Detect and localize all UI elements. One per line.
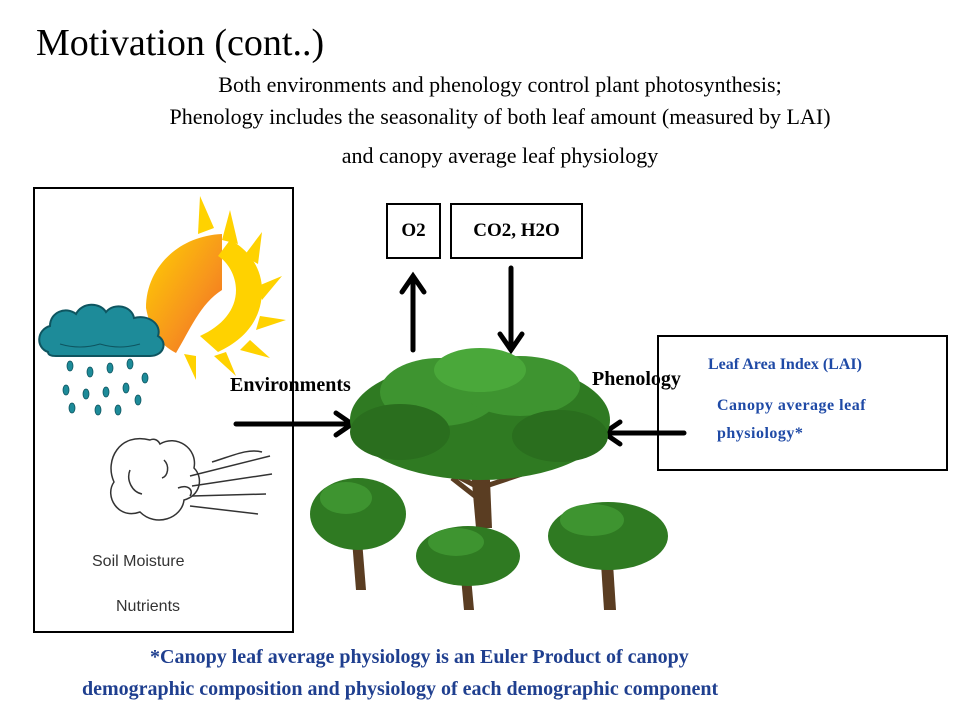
nutrients-label: Nutrients [116, 598, 181, 615]
subtitle-line-1: Both environments and phenology control … [218, 72, 782, 97]
lai-label: Leaf Area Index (LAI) [708, 356, 862, 373]
phenology-label: Phenology [592, 368, 681, 390]
physiology-label-line-2: physiology* [717, 425, 804, 442]
trees-illustration [310, 348, 668, 610]
sun-icon [146, 196, 286, 380]
footnote-line-2: demographic composition and physiology o… [82, 678, 719, 700]
environment-panel [33, 187, 294, 633]
subtitle-line-3: and canopy average leaf physiology [341, 143, 659, 168]
co2-down-arrowhead [497, 331, 525, 355]
physiology-label-line-1: Canopy average leaf [717, 397, 867, 414]
environments-label: Environments [230, 374, 351, 396]
co2-h2o-box: CO2, H2O [450, 203, 583, 259]
soil-moisture-label: Soil Moisture [92, 553, 185, 570]
wind-icon [109, 437, 273, 521]
o2-up-arrowhead [399, 271, 427, 295]
o2-label: O2 [401, 220, 426, 241]
co2-h2o-label: CO2, H2O [473, 220, 560, 241]
rain-cloud-icon [38, 303, 165, 416]
subtitle-line-2: Phenology includes the seasonality of bo… [169, 104, 831, 129]
flux-arrows [233, 265, 687, 447]
phenology-panel [657, 335, 948, 471]
slide-title: Motivation (cont..) [36, 22, 325, 64]
footnote-line-1: *Canopy leaf average physiology is an Eu… [150, 646, 689, 668]
o2-box: O2 [386, 203, 441, 259]
